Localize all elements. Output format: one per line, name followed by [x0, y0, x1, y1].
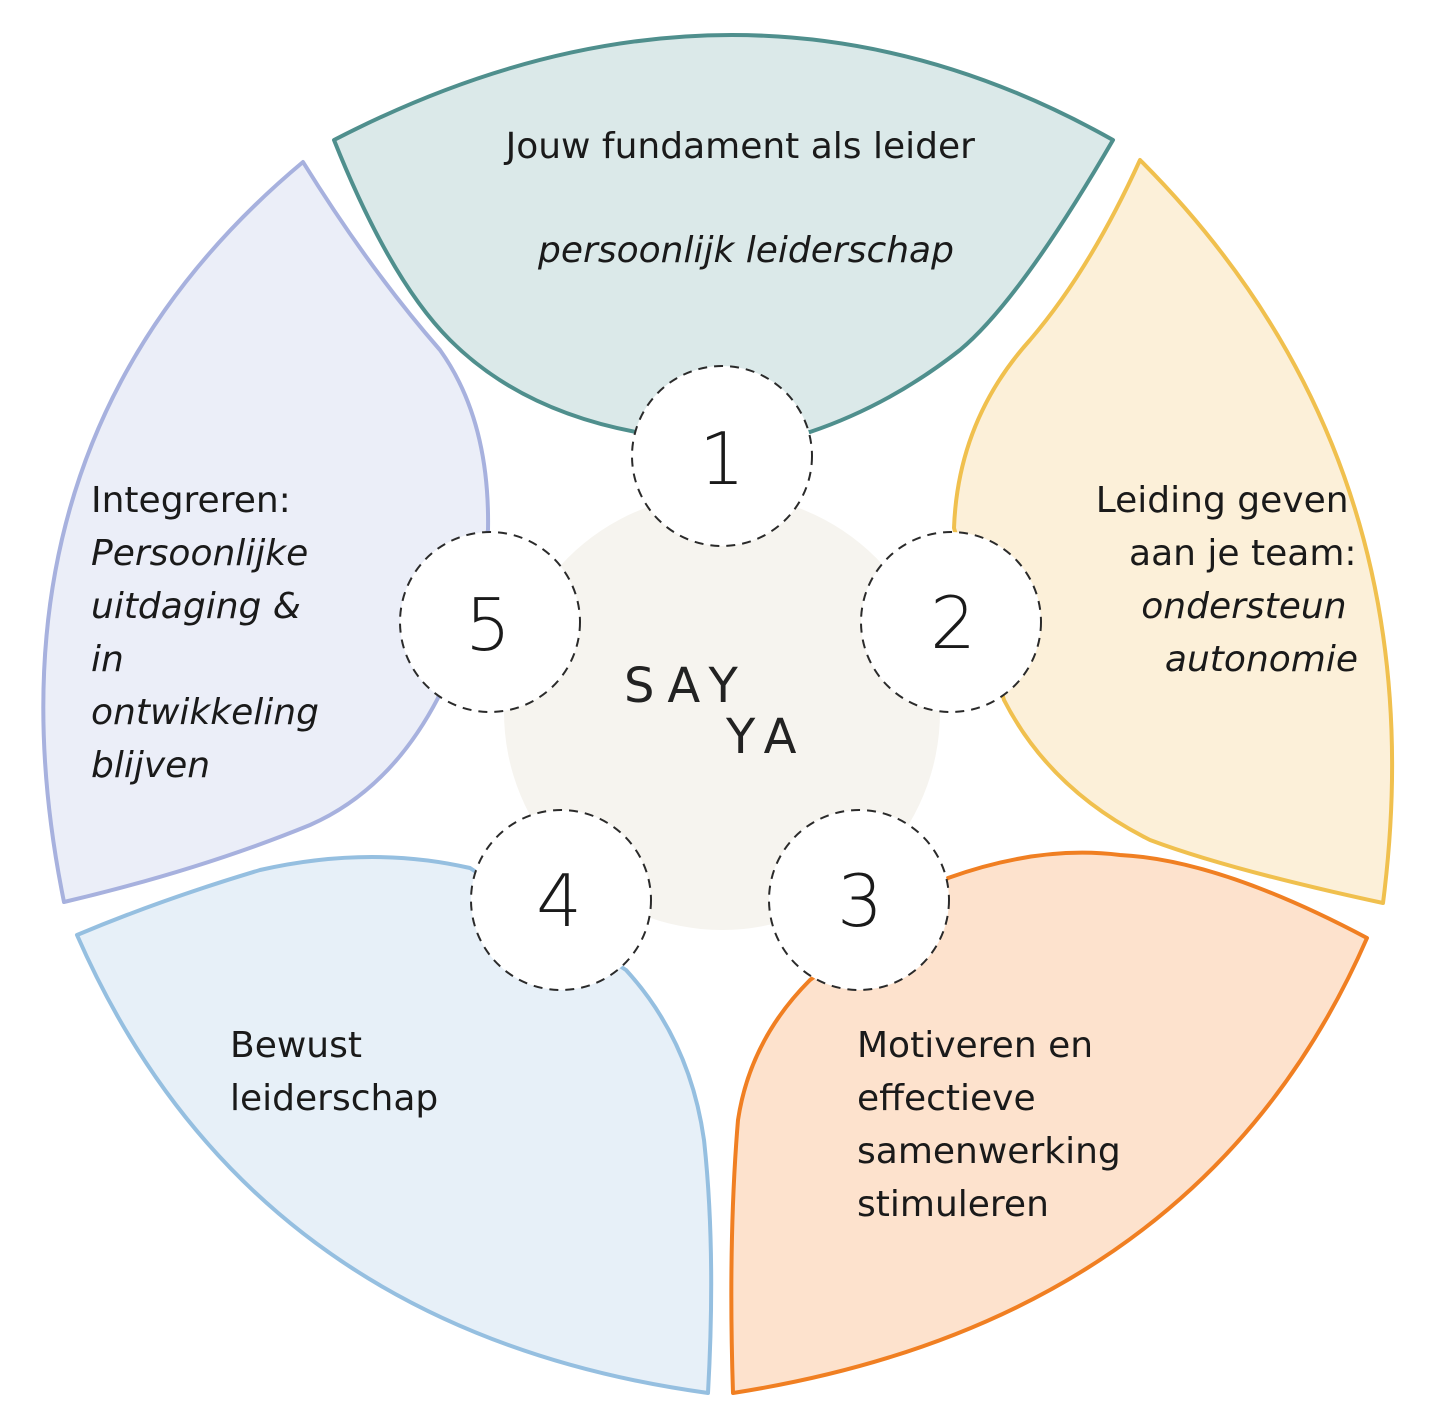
number-label-3: 3 [837, 859, 883, 943]
number-circle-3 [768, 809, 950, 991]
segment-3-line: effectieve [857, 1078, 1036, 1119]
segment-5-line: Integreren: [91, 480, 291, 521]
number-badge-2: 2 [860, 531, 1042, 713]
segment-1-text: Jouw fundament als leider persoonlijk le… [504, 126, 987, 271]
segment-2-line: autonomie [1165, 639, 1358, 680]
segment-5-line: blijven [91, 745, 210, 786]
segment-3 [729, 850, 1369, 1395]
segment-2 [952, 158, 1395, 905]
segment-3-shape [729, 850, 1369, 1395]
segment-2-line: Leiding geven [1096, 480, 1349, 521]
segment-5-line: in [91, 639, 124, 680]
segment-5-line: Persoonlijke [91, 533, 308, 574]
segment-4-line: Bewust [230, 1025, 362, 1066]
number-badge-3: 3 [768, 809, 950, 991]
segment-3-text: Motiveren en effectieve samenwerking sti… [857, 1025, 1132, 1225]
logo-line-2: YA [725, 709, 808, 765]
segment-2-text: Leiding geven aan je team: ondersteun au… [1096, 480, 1368, 680]
segment-3-line: stimuleren [857, 1184, 1049, 1225]
number-circle-2 [860, 531, 1042, 713]
segment-1 [332, 33, 1115, 434]
number-badge-5: 5 [399, 531, 581, 713]
segment-2-line: aan je team: [1129, 533, 1357, 574]
number-badge-4: 4 [470, 809, 652, 991]
segment-1-line: persoonlijk leiderschap [537, 230, 954, 271]
number-label-1: 1 [699, 417, 745, 501]
segment-5-line: uitdaging & [91, 586, 301, 627]
number-badge-1: 1 [631, 365, 813, 547]
segment-4-shape [75, 854, 714, 1395]
segment-4-line: leiderschap [230, 1078, 438, 1119]
segment-5 [41, 160, 491, 904]
segment-5-shape [41, 160, 491, 904]
segment-1-line: Jouw fundament als leider [504, 126, 976, 167]
number-label-4: 4 [536, 859, 582, 943]
number-circle-5 [399, 531, 581, 713]
logo-line-1: SAY [624, 658, 750, 714]
segment-2-line: ondersteun [1141, 586, 1346, 627]
number-circle-4 [470, 809, 652, 991]
number-label-5: 5 [465, 583, 511, 667]
segment-3-line: samenwerking [857, 1131, 1121, 1172]
segment-3-line: Motiveren en [857, 1025, 1093, 1066]
segment-4 [75, 854, 714, 1395]
segment-5-line: ontwikkeling [91, 692, 319, 733]
segment-2-shape [952, 158, 1395, 905]
segment-4-text: Bewust leiderschap [230, 1025, 438, 1119]
number-circle-1 [631, 365, 813, 547]
segment-5-text: Integreren: Persoonlijke uitdaging & in … [91, 480, 330, 786]
segment-1-shape [332, 33, 1115, 434]
number-label-2: 2 [930, 581, 976, 665]
